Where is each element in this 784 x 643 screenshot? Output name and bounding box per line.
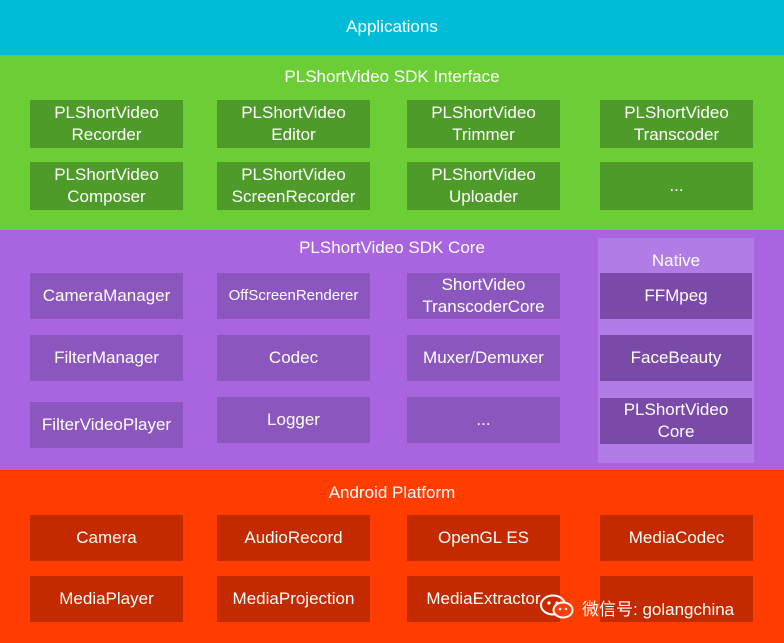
- android-box-mediaplayer: MediaPlayer: [30, 576, 183, 622]
- sdk-box-uploader: PLShortVideo Uploader: [407, 162, 560, 210]
- core-box-transcodercore: ShortVideo TranscoderCore: [407, 273, 560, 319]
- native-title: Native: [651, 251, 701, 270]
- sdk-box-more: ...: [600, 162, 753, 210]
- sdk-core-layer: PLShortVideo SDK Core CameraManager OffS…: [0, 230, 784, 470]
- wechat-icon: [540, 594, 574, 620]
- watermark-text: 微信号: golangchina: [582, 599, 735, 619]
- sdk-box-editor: PLShortVideo Editor: [217, 100, 370, 148]
- core-box-cameramanager: CameraManager: [30, 273, 183, 319]
- sdk-box-trimmer: PLShortVideo Trimmer: [407, 100, 560, 148]
- native-panel: Native FFMpeg FaceBeauty PLShortVideo Co…: [598, 238, 754, 463]
- native-box-facebeauty: FaceBeauty: [600, 335, 752, 381]
- android-box-mediacodec: MediaCodec: [600, 515, 753, 561]
- sdk-box-screenrecorder: PLShortVideo ScreenRecorder: [217, 162, 370, 210]
- core-box-codec: Codec: [217, 335, 370, 381]
- sdk-core-title: PLShortVideo SDK Core: [299, 238, 485, 257]
- watermark: 微信号: golangchina: [540, 592, 734, 622]
- android-box-mediaextractor: MediaExtractor: [407, 576, 560, 622]
- core-box-offscreenrenderer: OffScreenRenderer: [217, 273, 370, 319]
- core-box-logger: Logger: [217, 397, 370, 443]
- android-box-opengl-es: OpenGL ES: [407, 515, 560, 561]
- core-box-filtervideoplayer: FilterVideoPlayer: [30, 402, 183, 448]
- native-box-ffmpeg: FFMpeg: [600, 273, 752, 319]
- android-box-camera: Camera: [30, 515, 183, 561]
- android-box-audiorecord: AudioRecord: [217, 515, 370, 561]
- core-box-muxer-demuxer: Muxer/Demuxer: [407, 335, 560, 381]
- native-box-core: PLShortVideo Core: [600, 398, 752, 444]
- sdk-box-composer: PLShortVideo Composer: [30, 162, 183, 210]
- sdk-interface-title: PLShortVideo SDK Interface: [284, 67, 500, 86]
- applications-title: Applications: [346, 17, 438, 36]
- sdk-interface-layer: PLShortVideo SDK Interface PLShortVideo …: [0, 55, 784, 230]
- sdk-box-transcoder: PLShortVideo Transcoder: [600, 100, 753, 148]
- sdk-box-recorder: PLShortVideo Recorder: [30, 100, 183, 148]
- core-box-filtermanager: FilterManager: [30, 335, 183, 381]
- android-platform-title: Android Platform: [328, 483, 456, 502]
- applications-layer: Applications: [0, 0, 784, 55]
- android-box-empty: [600, 576, 753, 622]
- android-platform-layer: Android Platform Camera AudioRecord Open…: [0, 470, 784, 643]
- core-box-more: ...: [407, 397, 560, 443]
- android-box-mediaprojection: MediaProjection: [217, 576, 370, 622]
